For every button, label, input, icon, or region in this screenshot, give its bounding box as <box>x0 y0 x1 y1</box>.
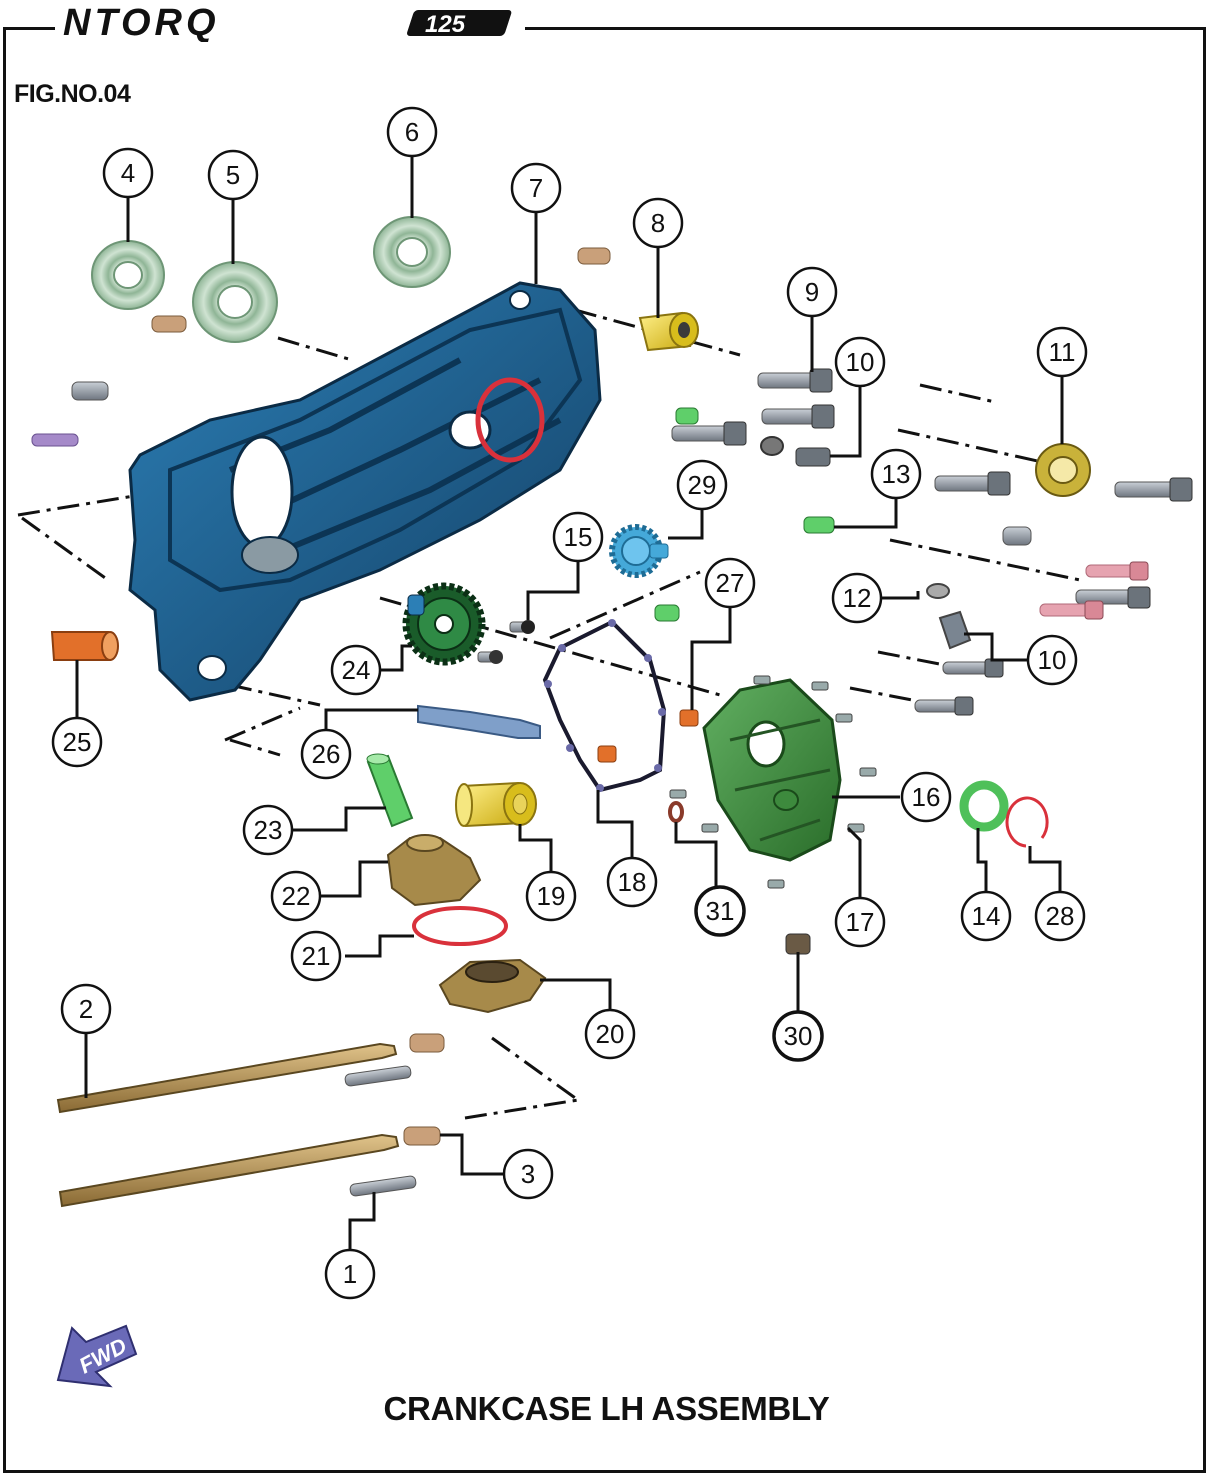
callout-10a: 10 <box>846 347 875 377</box>
figure-number: FIG.NO.04 <box>14 80 131 108</box>
cover-16 <box>702 678 842 862</box>
callout-labels: 4 5 6 7 8 9 10 11 13 29 15 27 12 10 24 2… <box>63 117 1076 1289</box>
gear-29 <box>609 524 669 578</box>
callout-17: 17 <box>846 907 875 937</box>
dowels-27 <box>597 709 699 763</box>
callout-2: 2 <box>79 994 93 1024</box>
callout-1: 1 <box>343 1259 357 1289</box>
pipe-25 <box>50 631 119 661</box>
ring-14 <box>959 780 1009 832</box>
callout-16: 16 <box>912 782 941 812</box>
bearing-parts <box>91 216 451 343</box>
callout-19: 19 <box>537 881 566 911</box>
yellow-bush-8 <box>638 311 699 352</box>
callout-23: 23 <box>254 815 283 845</box>
brand-logo: NTORQ 125 <box>55 2 525 42</box>
crankcase-body <box>128 281 602 702</box>
callout-6: 6 <box>405 117 419 147</box>
callout-12: 12 <box>843 583 872 613</box>
callout-20: 20 <box>596 1019 625 1049</box>
callout-18: 18 <box>618 867 647 897</box>
callout-28: 28 <box>1046 901 1075 931</box>
callout-7: 7 <box>529 173 543 203</box>
callout-circles <box>51 106 1088 1300</box>
bush-19 <box>455 781 537 828</box>
cover-bolts-17 <box>669 675 877 889</box>
logo-badge-text: 125 <box>425 11 466 38</box>
cap-20 <box>438 958 547 1014</box>
forward-arrow-icon <box>56 1324 138 1388</box>
callout-29: 29 <box>688 470 717 500</box>
callout-8: 8 <box>651 208 665 238</box>
callout-11: 11 <box>1049 337 1076 367</box>
gasket-holes <box>544 619 666 792</box>
callout-3: 3 <box>521 1159 535 1189</box>
ntorq-logo: NTORQ 125 <box>63 2 512 42</box>
tube-23 <box>366 753 414 828</box>
callout-13: 13 <box>882 459 911 489</box>
callout-22: 22 <box>282 881 311 911</box>
logo-badge-bg <box>407 10 512 36</box>
callout-9: 9 <box>805 277 819 307</box>
long-shafts-2 <box>56 1042 400 1208</box>
diagram-frame <box>3 27 1206 1473</box>
callout-4: 4 <box>121 158 135 188</box>
callout-27: 27 <box>716 568 745 598</box>
oil-seal-11 <box>1035 443 1091 497</box>
sprocket-24 <box>402 582 486 666</box>
callout-21: 21 <box>302 941 331 971</box>
callout-30: 30 <box>784 1021 813 1051</box>
callout-24: 24 <box>342 655 371 685</box>
o-ring-21 <box>412 906 508 946</box>
callout-15: 15 <box>564 522 593 552</box>
callout-5: 5 <box>226 160 240 190</box>
callout-14: 14 <box>972 901 1001 931</box>
housing-22 <box>386 834 482 907</box>
diagram-title: CRANKCASE LH ASSEMBLY <box>383 1390 830 1427</box>
o-ring-31 <box>668 801 684 823</box>
logo-text: NTORQ <box>63 2 220 42</box>
bolts <box>477 368 1193 716</box>
callout-25: 25 <box>63 727 92 757</box>
small-pins <box>31 247 1032 1197</box>
circlip-28 <box>1005 796 1049 848</box>
callout-10b: 10 <box>1038 645 1067 675</box>
callout-31: 31 <box>706 896 735 926</box>
gasket-18 <box>542 619 667 793</box>
callout-26: 26 <box>312 739 341 769</box>
shaft-26 <box>417 704 541 739</box>
